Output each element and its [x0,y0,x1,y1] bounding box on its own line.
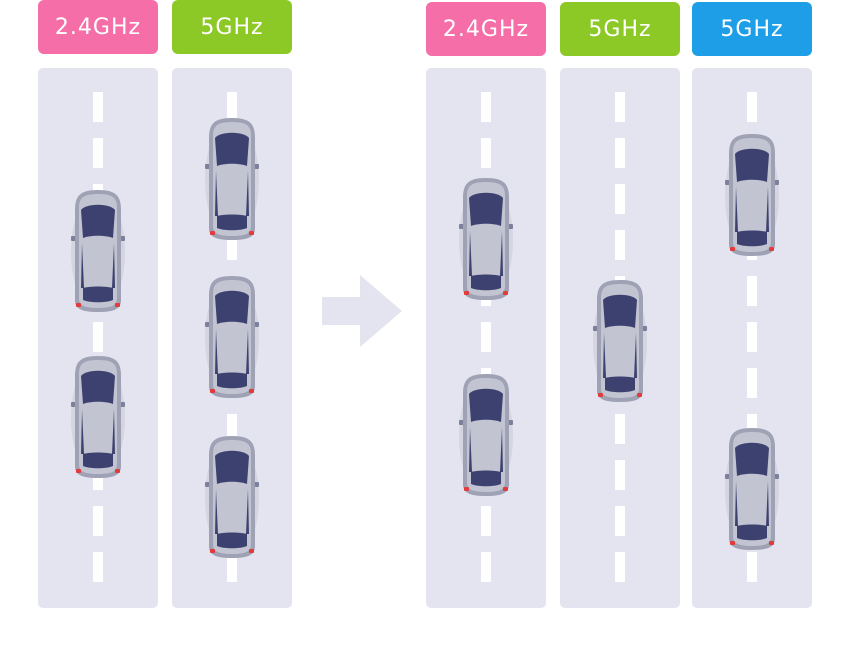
lane-dash [615,92,625,122]
lane-dash [93,92,103,122]
car-icon [722,132,782,258]
lane-dash [93,506,103,536]
lane-dash [481,92,491,122]
car-icon [590,278,650,404]
lane-dash [615,230,625,260]
lane-dash [93,552,103,582]
lane-dash [481,138,491,168]
car-icon [456,372,516,498]
badge-after-5ghz-green: 5GHz [560,2,680,56]
lane-dash [747,552,757,582]
lane-dash [615,460,625,490]
car-icon [68,354,128,480]
badge-after-2-4ghz: 2.4GHz [426,2,546,56]
lane-dash [227,230,237,260]
lane-dash [615,506,625,536]
lane-dash [93,322,103,352]
lane-dash [615,184,625,214]
car-icon [456,176,516,302]
lane-dash [227,414,237,444]
car-icon [202,116,262,242]
lane-dash [227,552,237,582]
lane-dash [227,92,237,122]
lane-dash [481,506,491,536]
lane-dash [481,552,491,582]
badge-before-5ghz: 5GHz [172,0,292,54]
car-icon [202,274,262,400]
lane-dash [747,276,757,306]
lane-dash [747,92,757,122]
road-lane-after-2-4ghz [426,68,546,608]
badge-after-5ghz-blue: 5GHz [692,2,812,56]
lane-dash [481,322,491,352]
lane-dash [747,368,757,398]
car-icon [202,434,262,560]
right-arrow-icon [322,275,402,347]
road-lane-after-5ghz-blue [692,68,812,608]
lane-dash [93,138,103,168]
car-icon [722,426,782,552]
lane-dash [615,138,625,168]
road-lane-before-5ghz [172,68,292,608]
lane-dash [615,552,625,582]
lane-dash [615,414,625,444]
lane-dash [747,322,757,352]
road-lane-after-5ghz-green [560,68,680,608]
badge-before-2-4ghz: 2.4GHz [38,0,158,54]
car-icon [68,188,128,314]
road-lane-before-2-4ghz [38,68,158,608]
